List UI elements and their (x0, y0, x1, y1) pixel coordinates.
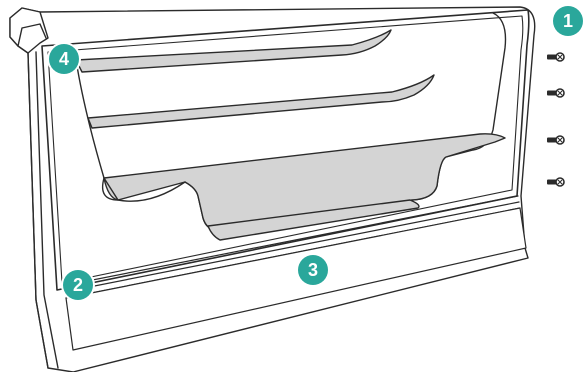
screw-icon (547, 136, 564, 144)
screw-icon (547, 53, 564, 61)
callout-1: 1 (553, 6, 583, 36)
callout-4: 4 (49, 44, 79, 74)
screw-icon (547, 89, 564, 97)
callout-3: 3 (298, 255, 328, 285)
screws (547, 53, 564, 186)
callout-2: 2 (63, 270, 93, 300)
screw-icon (547, 178, 564, 186)
